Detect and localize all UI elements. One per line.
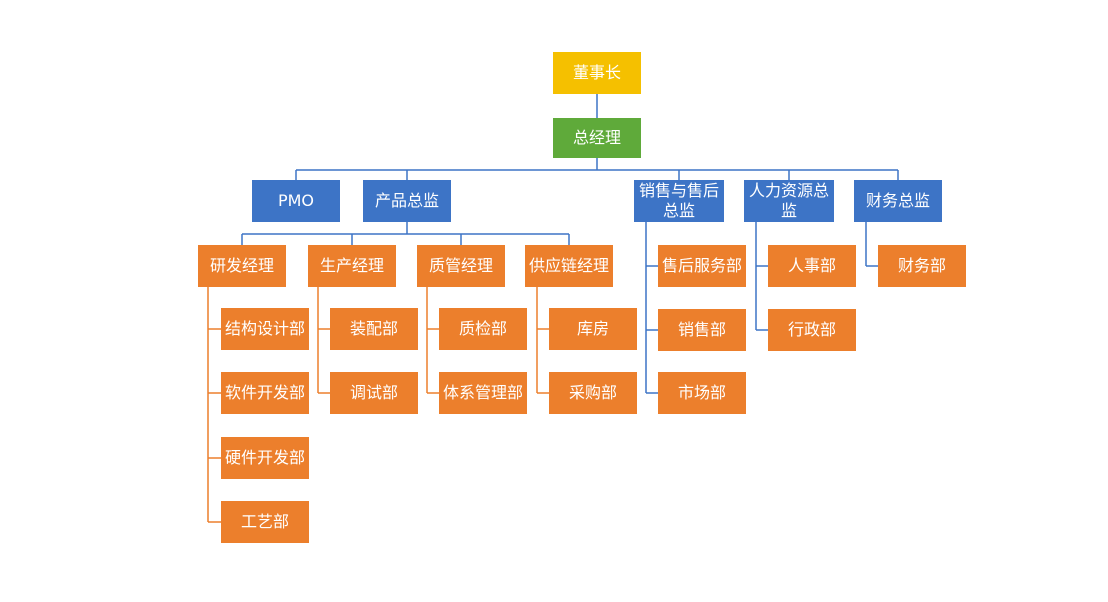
node-structural-design-dept: 结构设计部 <box>221 308 309 350</box>
node-quality-manager: 质管经理 <box>417 245 505 287</box>
node-purchasing-dept: 采购部 <box>549 372 637 414</box>
node-after-sales-dept: 售后服务部 <box>658 245 746 287</box>
node-production-manager: 生产经理 <box>308 245 396 287</box>
node-assembly-dept: 装配部 <box>330 308 418 350</box>
node-marketing-dept: 市场部 <box>658 372 746 414</box>
node-process-dept: 工艺部 <box>221 501 309 543</box>
node-personnel-dept: 人事部 <box>768 245 856 287</box>
node-sales-dept: 销售部 <box>658 309 746 351</box>
node-admin-dept: 行政部 <box>768 309 856 351</box>
node-product-director: 产品总监 <box>363 180 451 222</box>
node-rd-manager: 研发经理 <box>198 245 286 287</box>
node-finance-dept: 财务部 <box>878 245 966 287</box>
node-supply-manager: 供应链经理 <box>525 245 613 287</box>
node-hr-director: 人力资源总监 <box>744 180 834 222</box>
node-software-dev-dept: 软件开发部 <box>221 372 309 414</box>
node-hardware-dev-dept: 硬件开发部 <box>221 437 309 479</box>
node-general-manager: 总经理 <box>553 118 641 158</box>
node-chairman: 董事长 <box>553 52 641 94</box>
node-pmo: PMO <box>252 180 340 222</box>
node-finance-director: 财务总监 <box>854 180 942 222</box>
node-warehouse: 库房 <box>549 308 637 350</box>
node-debug-dept: 调试部 <box>330 372 418 414</box>
node-system-mgmt-dept: 体系管理部 <box>439 372 527 414</box>
node-sales-director: 销售与售后总监 <box>634 180 724 222</box>
node-inspection-dept: 质检部 <box>439 308 527 350</box>
